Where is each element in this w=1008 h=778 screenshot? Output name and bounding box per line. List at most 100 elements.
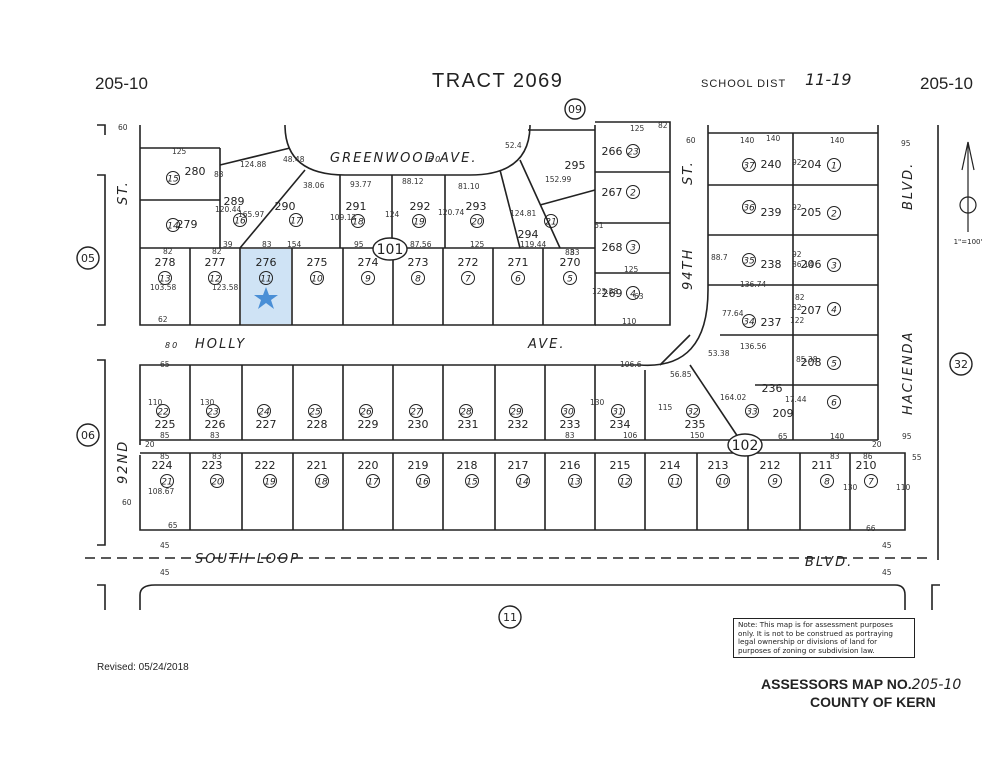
lot-number: 4 <box>630 290 636 300</box>
dimension-value: 124 <box>385 210 400 219</box>
lot-circle <box>509 404 523 418</box>
dimension-value: 56.85 <box>670 370 692 379</box>
street-92nd: 92ND <box>116 440 131 484</box>
lot-number: 10 <box>311 275 323 285</box>
lot-circle <box>166 218 180 232</box>
lot-number: 15 <box>167 175 179 185</box>
lot-circle <box>742 158 756 172</box>
lot-number: 16 <box>234 217 246 227</box>
lot-number: 31 <box>612 408 623 418</box>
parcel-number: 219 <box>408 459 429 472</box>
dimension-value: 17.44 <box>785 395 807 404</box>
lot-circle <box>626 185 640 199</box>
dimension-value: 77.64 <box>722 309 744 318</box>
lot-number: 1 <box>831 162 837 172</box>
lot-circle <box>158 271 172 285</box>
parcel-number: 272 <box>458 256 479 269</box>
dimension-value: 81.10 <box>458 182 480 191</box>
dimension-value: 83 <box>210 431 220 440</box>
circle-05 <box>76 246 100 270</box>
dimension-value: 53.38 <box>708 349 730 358</box>
lot-number: 7 <box>465 275 471 285</box>
lot-number: 20 <box>471 218 483 228</box>
dimension-value: 92 <box>792 250 802 259</box>
highlighted-parcel[interactable] <box>241 249 291 324</box>
star-icon <box>254 287 278 309</box>
lot-circle <box>568 474 582 488</box>
lot-circle <box>742 314 756 328</box>
circle-11-label: 11 <box>503 611 517 624</box>
dimension-value: 110 <box>148 398 163 407</box>
lot-number: 3 <box>831 262 837 272</box>
street-greenwood: GREENWOOD <box>330 151 437 166</box>
lot-circle <box>409 404 423 418</box>
parcel-number: 271 <box>508 256 529 269</box>
parcel-number: 238 <box>761 258 782 271</box>
parcel-number: 278 <box>155 256 176 269</box>
lot-circle <box>611 404 625 418</box>
dimension-value: 87.56 <box>410 240 432 249</box>
lot-number: 4 <box>831 306 837 316</box>
lot-number: 12 <box>209 275 221 285</box>
lot-number: 9 <box>365 275 371 285</box>
dimension-value: 83 <box>830 452 840 461</box>
lot-circle <box>563 271 577 285</box>
dimension-value: 45 <box>882 541 892 550</box>
lot-number: 11 <box>260 275 271 285</box>
lot-number: 12 <box>619 478 631 488</box>
parcel-number: 214 <box>660 459 681 472</box>
map-no-label: ASSESSORS MAP NO. <box>761 676 912 692</box>
dimension-value: 106.6 <box>620 360 642 369</box>
parcel-number: 228 <box>307 418 328 431</box>
parcel-number: 224 <box>152 459 173 472</box>
parcel-number: 225 <box>155 418 176 431</box>
lot-number: 26 <box>360 408 372 418</box>
parcel-number: 276 <box>256 256 277 269</box>
street-greenwood-width: 60 <box>428 155 442 164</box>
lot-circle <box>618 474 632 488</box>
lot-circle <box>459 404 473 418</box>
parcel-number: 239 <box>761 206 782 219</box>
parcel-number: 220 <box>358 459 379 472</box>
dimension-value: 140 <box>740 136 755 145</box>
dimension-value: 124.81 <box>510 209 536 218</box>
dimension-value: 130 <box>200 398 215 407</box>
lot-circle <box>745 404 759 418</box>
dimension-value: 140 <box>830 136 845 145</box>
parcel-number: 294 <box>518 228 539 241</box>
lot-number: 15 <box>466 478 478 488</box>
parcel-number: 235 <box>685 418 706 431</box>
north-arrow-icon <box>959 141 977 232</box>
lot-circle <box>626 240 640 254</box>
map-number-right: 205-10 <box>920 74 973 93</box>
block-101-label: 101 <box>377 242 404 258</box>
parcel-number: 277 <box>205 256 226 269</box>
lot-circle <box>827 395 841 409</box>
parcel-number: 234 <box>610 418 631 431</box>
dimension-value: 88.7 <box>711 253 728 262</box>
circle-06-label: 06 <box>81 429 95 442</box>
dimension-value: 85 <box>160 452 170 461</box>
dimension-value: 125 <box>630 124 645 133</box>
dimension-value: 83 <box>262 240 272 249</box>
lot-circle <box>864 474 878 488</box>
dimension-value: 122 <box>790 316 805 325</box>
lot-circle <box>461 271 475 285</box>
lot-circle <box>412 214 426 228</box>
parcel-number: 218 <box>457 459 478 472</box>
street-hacienda: HACIENDA <box>901 331 916 415</box>
parcel-number: 232 <box>508 418 529 431</box>
lot-circle <box>827 206 841 220</box>
parcel-number: 292 <box>410 200 431 213</box>
block-102-label: 102 <box>732 438 759 454</box>
parcel-number: 269 <box>602 287 623 300</box>
lot-circle <box>544 214 558 228</box>
dimension-value: 83 <box>214 170 224 179</box>
dimension-value: 95 <box>902 432 912 441</box>
lot-circle <box>511 271 525 285</box>
lot-number: 21 <box>161 478 172 488</box>
dimension-value: 83 <box>212 452 222 461</box>
parcel-number: 226 <box>205 418 226 431</box>
parcel-number: 212 <box>760 459 781 472</box>
